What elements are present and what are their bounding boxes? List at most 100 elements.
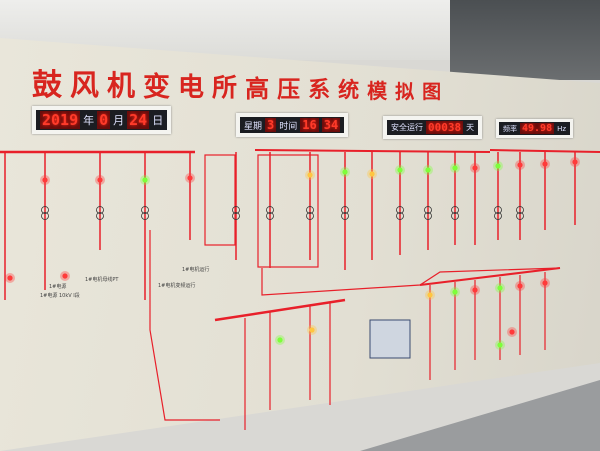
switch-symbol xyxy=(96,212,104,220)
title-char: 拟 xyxy=(395,81,415,103)
switch-symbol xyxy=(232,206,240,214)
indicator-light xyxy=(309,327,315,333)
switch-symbol xyxy=(494,212,502,220)
indicator-light xyxy=(307,172,313,178)
indicator-light xyxy=(517,162,523,168)
indicator-light xyxy=(97,177,103,183)
frequency-display: 频率 49.98 Hz xyxy=(496,119,574,138)
safety-unit: 天 xyxy=(466,123,475,132)
switch-symbol xyxy=(306,212,314,220)
label-power-source: 1#电源 xyxy=(49,284,67,290)
switch-symbol xyxy=(451,212,459,220)
title-char: 风 xyxy=(70,68,100,102)
label-vfd-run: 1#电机变频运行 xyxy=(158,283,196,289)
indicator-light xyxy=(452,289,458,295)
feeder-loop xyxy=(257,154,319,268)
switch-symbol xyxy=(516,206,524,214)
switch-symbol xyxy=(341,206,349,214)
safety-days-display: 安全运行 00038 天 xyxy=(383,116,483,139)
switch-symbol xyxy=(424,206,432,214)
title-char: 图 xyxy=(422,81,442,103)
safety-days: 00038 xyxy=(426,121,464,134)
day-digits: 24 xyxy=(127,111,150,129)
month-digits: 0 xyxy=(97,111,111,129)
frequency-unit: Hz xyxy=(557,124,567,133)
bus-line xyxy=(489,149,600,153)
switch-symbol xyxy=(141,212,149,220)
indicator-light xyxy=(277,337,283,343)
indicator-light xyxy=(142,177,148,183)
panel-title: 鼓风机变电所高压系统模拟图 xyxy=(32,60,441,104)
time-display: 星期 3 时间 16 34 xyxy=(236,113,349,137)
frequency-value: 49.98 xyxy=(520,123,555,134)
bus-line xyxy=(419,267,561,286)
switch-symbol xyxy=(451,206,459,214)
indicator-light xyxy=(495,163,501,169)
switch-symbol xyxy=(396,212,404,220)
indicator-light xyxy=(572,159,578,165)
weekday-digit: 3 xyxy=(265,118,277,132)
indicator-light xyxy=(369,171,375,177)
switch-symbol xyxy=(516,212,524,220)
indicator-light xyxy=(425,167,431,173)
switch-symbol xyxy=(494,206,502,214)
floor xyxy=(360,380,600,451)
feeder-loop xyxy=(204,154,236,246)
switch-symbol xyxy=(396,206,404,214)
switch-symbol xyxy=(41,212,49,220)
title-char: 机 xyxy=(107,69,136,102)
label-motor-run: 1#电机运行 xyxy=(182,267,210,273)
label-power-10kv: 1#电源 10kV I段 xyxy=(40,293,80,299)
switch-symbol xyxy=(266,212,274,220)
switch-symbol xyxy=(96,206,104,214)
title-char: 鼓 xyxy=(32,68,62,103)
indicator-light xyxy=(472,287,478,293)
transformer-cabinet xyxy=(369,319,411,359)
indicator-light xyxy=(497,285,503,291)
title-char: 模 xyxy=(367,79,388,103)
switch-symbol xyxy=(266,206,274,214)
month-unit: 月 xyxy=(113,114,125,127)
indicator-light xyxy=(187,175,193,181)
switch-symbol xyxy=(306,206,314,214)
year-unit: 年 xyxy=(83,114,95,127)
feeder-loop xyxy=(261,267,561,296)
date-display: 2019 年 0 月 24 日 xyxy=(32,106,172,134)
indicator-light xyxy=(542,280,548,286)
indicator-light xyxy=(452,165,458,171)
switch-symbol xyxy=(232,212,240,220)
indicator-light xyxy=(472,165,478,171)
year-digits: 2019 xyxy=(40,111,81,129)
weekday-label: 星期 xyxy=(244,121,263,132)
indicator-light xyxy=(42,177,48,183)
title-char: 压 xyxy=(277,76,301,103)
title-char: 系 xyxy=(308,77,331,103)
switch-symbol xyxy=(424,212,432,220)
switch-symbol xyxy=(41,206,49,214)
title-char: 高 xyxy=(245,74,270,103)
indicator-light xyxy=(542,161,548,167)
title-char: 电 xyxy=(178,73,205,103)
bus-line xyxy=(214,298,346,322)
indicator-light xyxy=(397,167,403,173)
title-char: 统 xyxy=(338,77,360,102)
title-char: 所 xyxy=(212,73,238,102)
frequency-label: 频率 xyxy=(503,124,517,133)
indicator-light xyxy=(427,292,433,298)
day-unit: 日 xyxy=(152,114,164,127)
indicator-light xyxy=(62,273,68,279)
indicator-light xyxy=(509,329,515,335)
safety-label: 安全运行 xyxy=(391,123,423,132)
window xyxy=(450,0,600,80)
indicator-light xyxy=(342,169,348,175)
minute-digits: 34 xyxy=(321,118,341,132)
indicator-light xyxy=(497,342,503,348)
switch-symbol xyxy=(341,212,349,220)
indicator-light xyxy=(517,283,523,289)
label-bus-pt: 1#电机母线PT xyxy=(85,277,119,283)
indicator-light xyxy=(7,275,13,281)
time-label: 时间 xyxy=(279,121,298,132)
title-char: 变 xyxy=(143,72,171,103)
